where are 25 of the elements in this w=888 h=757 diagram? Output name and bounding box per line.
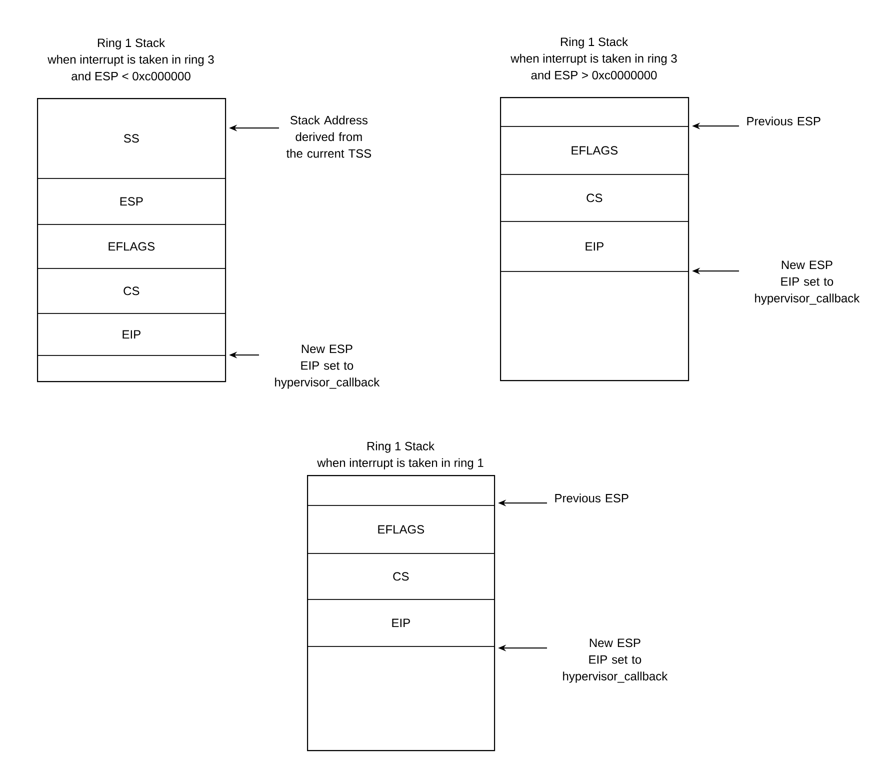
stack-slot <box>500 271 689 381</box>
stack-slot: EIP <box>500 221 689 272</box>
stack-slot: SS <box>37 98 226 179</box>
stack-slot: EFLAGS <box>37 224 226 269</box>
annotation-text: Stack Address derived from the current TSS <box>286 116 372 158</box>
stack-slot <box>307 475 495 506</box>
stack-slot: EIP <box>37 313 226 356</box>
annotation-text: New ESP EIP set to hypervisor_callback <box>563 638 668 683</box>
annotation-text: Previous ESP <box>555 494 628 502</box>
stack-slot <box>37 355 226 382</box>
stack-slot <box>307 646 495 751</box>
stack-slot: CS <box>37 268 226 314</box>
stack-slot: EIP <box>307 599 495 647</box>
stack-heading: Ring 1 Stack when interrupt is taken in ring 1 <box>317 442 484 470</box>
stack-slot <box>500 97 689 127</box>
stack-slot: EFLAGS <box>307 505 495 554</box>
stack-heading: Ring 1 Stack when interrupt is taken in ring 3 and ESP > 0xc0000000 <box>510 37 677 80</box>
stack-slot: ESP <box>37 178 226 225</box>
stack-slot: CS <box>307 553 495 600</box>
stack-heading: Ring 1 Stack when interrupt is taken in ring 3 and ESP < 0xc000000 <box>48 38 214 80</box>
annotation-text: New ESP EIP set to hypervisor_callback <box>755 260 860 305</box>
annotation-text: Previous ESP <box>747 116 820 126</box>
stack-slot: CS <box>500 174 689 222</box>
stack-slot: EFLAGS <box>500 126 689 175</box>
annotation-text: New ESP EIP set to hypervisor_callback <box>275 344 380 389</box>
